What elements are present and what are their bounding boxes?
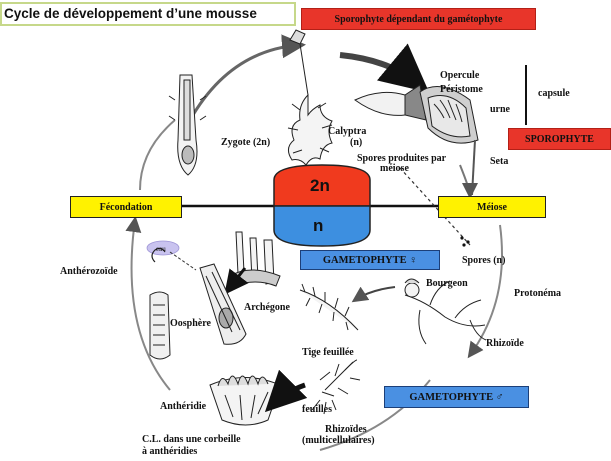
antheridial-cup [209,375,281,426]
capsule-label: capsule [538,88,570,99]
urne-label: urne [490,104,510,115]
antherozoid-sperm [151,247,166,263]
spores-meiose-label-1: Spores produites par [357,153,447,164]
cycle-arrow-upper-left [139,119,176,191]
sporophyte-on-gametophyte [287,29,333,166]
gametophyte-female-box: GAMETOPHYTE ♀ [300,250,440,270]
sporophyte-dependant-box: Sporophyte dépendant du gamétophyte [301,8,536,30]
male-gametophyte-arrow [264,369,308,413]
bourgeon-label: Bourgeon [426,278,468,289]
antheridium-column [149,291,171,360]
antherozoid-dashed [169,251,197,271]
peristome-label: Péristome [440,84,483,95]
zygote-archegonium [168,74,207,176]
operculum-label: Opercule [440,70,480,81]
rhizoides-label-1: Rhizoïdes [325,424,367,435]
cycle-arrow-right-lower [467,224,503,359]
spore-release-dashed [399,167,471,246]
calyptra-label: Calyptra [328,126,367,137]
cycle-arrow-top [188,34,306,121]
eau-label: eau [156,245,166,253]
tige-feuillee-label: Tige feuillée [302,347,354,358]
calyptra-n-label: (n) [350,137,363,148]
antherozoide-label: Anthérozoïde [60,266,118,277]
spores-n-label: Spores (n) [462,255,506,266]
oosphere-archegonium [199,263,247,345]
antheridie-label: Anthéridie [160,401,207,412]
fecondation-box: Fécondation [70,196,182,218]
ploidy-n-label: n [313,216,324,235]
protonema [404,278,487,345]
cycle-arrow-right [459,164,478,199]
diagram-title: Cycle de développement d’une mousse [0,2,296,26]
cl-corbeille-label-1: C.L. dans une corbeille [142,434,241,445]
ploidy-2n-label: 2n [310,176,330,195]
archegone-arrow [224,267,249,295]
eau-bubble [146,240,180,256]
cycle-arrow-left [125,216,171,391]
female-arrow [351,286,396,303]
sporophyte-box: SPOROPHYTE [508,128,611,150]
zygote-label: Zygote (2n) [221,137,271,148]
archegone-label: Archégone [244,302,290,313]
protonema-label: Protonéma [514,288,562,299]
capsule-detail [354,84,479,196]
female-leafy-stem [299,283,359,331]
male-leafy-shoot [311,359,361,415]
haploid-cylinder [273,205,371,247]
oosphere-label: Oosphère [170,318,211,329]
spores-meiose-label-2: méiose [380,163,409,174]
meiose-box: Méiose [438,196,546,218]
cl-corbeille-label-2: à anthéridies [142,446,198,457]
capsule-arrow [339,43,430,93]
rhizoide-label: Rhizoïde [486,338,524,349]
spore-dots [460,236,470,247]
seta-label: Seta [490,156,509,167]
rhizoides-label-2: (multicellulaires) [302,435,375,446]
feuilles-label: feuilles [302,404,332,415]
diploid-cylinder [273,164,371,207]
gametophyte-male-box: GAMETOPHYTE ♂ [384,386,529,408]
